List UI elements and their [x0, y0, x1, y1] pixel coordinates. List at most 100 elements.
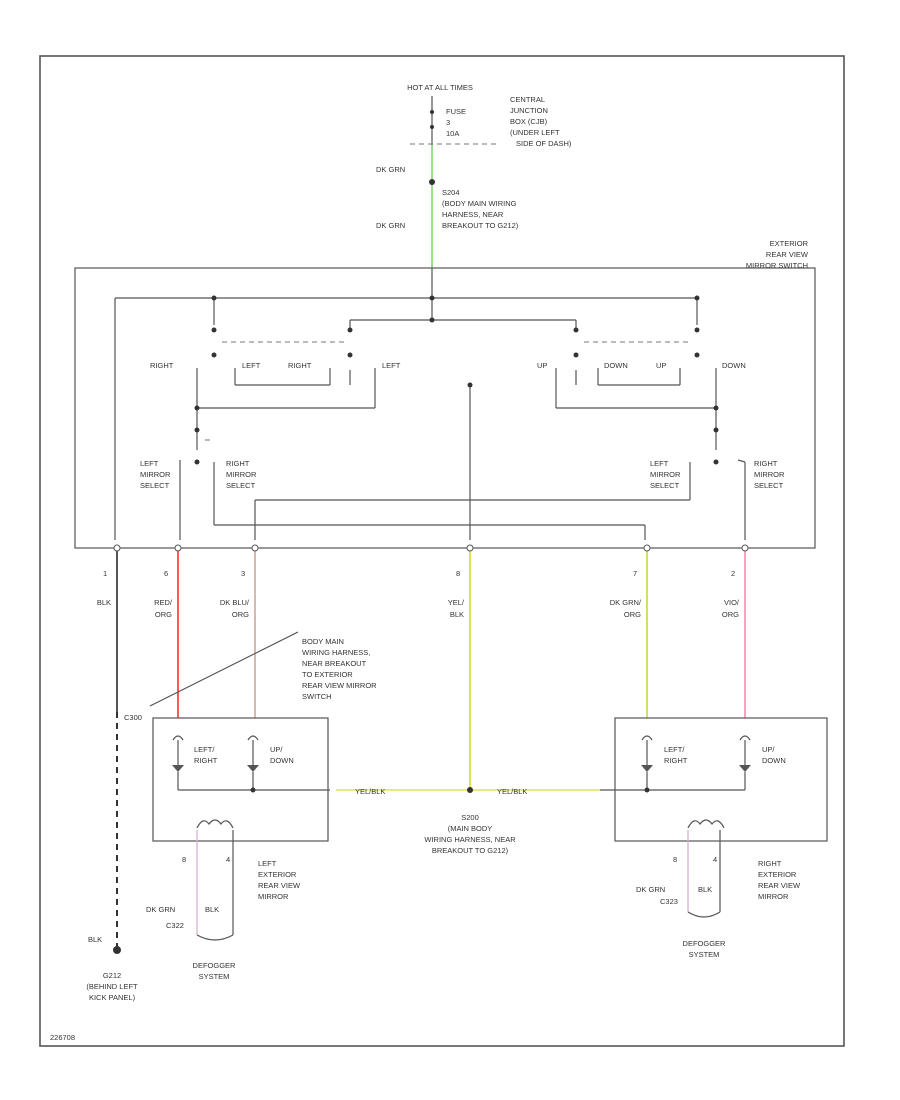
svg-text:SWITCH: SWITCH [302, 692, 332, 701]
mirror-switch-box [74, 267, 816, 549]
svg-text:BREAKOUT TO G212): BREAKOUT TO G212) [442, 221, 519, 230]
splice-s200 [467, 787, 473, 793]
dir-label-up-1: UP [537, 361, 547, 370]
pin-number-8: 8 [456, 569, 460, 578]
svg-text:CENTRAL: CENTRAL [510, 95, 545, 104]
svg-text:(BEHIND LEFT: (BEHIND LEFT [86, 982, 138, 991]
svg-text:UP/: UP/ [762, 745, 775, 754]
svg-text:LEFT: LEFT [258, 859, 277, 868]
svg-text:G212: G212 [103, 971, 121, 980]
pin-number-2: 2 [731, 569, 735, 578]
svg-text:S200: S200 [461, 813, 479, 822]
left-defogger-label: DEFOGGER SYSTEM [193, 961, 237, 981]
right-mirror-box [614, 717, 828, 842]
dir-label-down-2: DOWN [722, 361, 746, 370]
right-mirror-select-label-a: RIGHT MIRROR SELECT [226, 459, 257, 490]
svg-text:RIGHT: RIGHT [754, 459, 778, 468]
feed-wire-color-bottom: DK GRN [376, 221, 405, 230]
switch-junction-dots [194, 295, 719, 465]
svg-text:MIRROR: MIRROR [650, 470, 681, 479]
splice-s204 [429, 179, 435, 185]
pin-wire-color-6: ORG [155, 610, 172, 619]
right-defog-connector: C323 [660, 897, 678, 906]
pin-terminal-6 [174, 544, 182, 552]
svg-text:SELECT: SELECT [226, 481, 256, 490]
left-mirror-title: LEFT EXTERIOR REAR VIEW MIRROR [258, 859, 301, 901]
right-mirror-title: RIGHT EXTERIOR REAR VIEW MIRROR [758, 859, 801, 901]
svg-text:WIRING HARNESS, NEAR: WIRING HARNESS, NEAR [424, 835, 516, 844]
svg-text:SYSTEM: SYSTEM [199, 972, 230, 981]
fuse-label: FUSE [446, 107, 466, 116]
right-mirror-select-label-b: RIGHT MIRROR SELECT [754, 459, 785, 490]
svg-text:SELECT: SELECT [754, 481, 784, 490]
svg-text:MIRROR: MIRROR [754, 470, 785, 479]
dir-label-left-1: LEFT [242, 361, 261, 370]
svg-text:WIRING HARNESS,: WIRING HARNESS, [302, 648, 370, 657]
c300-connector-label: C300 [124, 713, 142, 722]
pin-wire-color-8: BLK [450, 610, 464, 619]
left-mirror-select-label-b: LEFT MIRROR SELECT [650, 459, 681, 490]
svg-text:NEAR BREAKOUT: NEAR BREAKOUT [302, 659, 367, 668]
left-mirror-motors [172, 735, 330, 793]
pin-terminal-2 [741, 544, 749, 552]
svg-text:RIGHT: RIGHT [226, 459, 250, 468]
fuse-number: 3 [446, 118, 450, 127]
dir-label-left-2: LEFT [382, 361, 401, 370]
hot-label: HOT AT ALL TIMES [407, 83, 473, 92]
svg-text:REAR VIEW MIRROR: REAR VIEW MIRROR [302, 681, 377, 690]
left-defogger-element [196, 819, 234, 941]
feed-wire-color-top: DK GRN [376, 165, 405, 174]
svg-text:LEFT/: LEFT/ [194, 745, 215, 754]
fuse-amperage: 10A [446, 129, 459, 138]
svg-text:DEFOGGER: DEFOGGER [193, 961, 237, 970]
right-defog-pin-a: 8 [673, 855, 677, 864]
svg-text:EXTERIOR: EXTERIOR [770, 239, 809, 248]
splice-s200-label: S200 (MAIN BODY WIRING HARNESS, NEAR BRE… [424, 813, 516, 855]
c300-callout-label: BODY MAIN WIRING HARNESS, NEAR BREAKOUT … [302, 637, 377, 701]
left-defog-wire-b: BLK [205, 905, 219, 914]
svg-text:BOX (CJB): BOX (CJB) [510, 117, 548, 126]
fuse-terminal-bottom [430, 125, 434, 129]
pin-wire-color-2: ORG [722, 610, 739, 619]
pin-wire-color-8: YEL/ [448, 598, 465, 607]
svg-text:DOWN: DOWN [270, 756, 294, 765]
pin-wire-color-2: VIO/ [724, 598, 740, 607]
diagram-id: 226708 [50, 1033, 75, 1042]
svg-text:LEFT/: LEFT/ [664, 745, 685, 754]
svg-text:RIGHT: RIGHT [194, 756, 218, 765]
svg-text:MIRROR: MIRROR [758, 892, 789, 901]
switch-internal-wiring [114, 268, 746, 540]
left-defog-connector: C322 [166, 921, 184, 930]
right-defog-wire-b: BLK [698, 885, 712, 894]
svg-text:UP/: UP/ [270, 745, 283, 754]
dir-label-up-2: UP [656, 361, 666, 370]
pin-terminal-8 [466, 544, 474, 552]
svg-text:REAR VIEW: REAR VIEW [758, 881, 801, 890]
svg-text:BODY MAIN: BODY MAIN [302, 637, 344, 646]
right-mirror-motors [600, 735, 751, 793]
left-defog-wire-a: DK GRN [146, 905, 175, 914]
svg-text:JUNCTION: JUNCTION [510, 106, 548, 115]
svg-text:SYSTEM: SYSTEM [689, 950, 720, 959]
svg-text:SELECT: SELECT [650, 481, 680, 490]
ground-wire-color: BLK [88, 935, 102, 944]
svg-text:BREAKOUT TO G212): BREAKOUT TO G212) [432, 846, 509, 855]
right-defogger-element [687, 819, 725, 918]
right-defogger-label: DEFOGGER SYSTEM [683, 939, 727, 959]
svg-text:MIRROR: MIRROR [258, 892, 289, 901]
pin-number-6: 6 [164, 569, 168, 578]
svg-text:SELECT: SELECT [140, 481, 170, 490]
pin-terminal-3 [251, 544, 259, 552]
svg-text:S204: S204 [442, 188, 460, 197]
svg-text:LEFT: LEFT [140, 459, 159, 468]
svg-text:LEFT: LEFT [650, 459, 669, 468]
left-defog-pin-a: 8 [182, 855, 186, 864]
svg-text:MIRROR: MIRROR [140, 470, 171, 479]
left-mirror-updown-motor: UP/ DOWN [270, 745, 294, 765]
svg-text:EXTERIOR: EXTERIOR [258, 870, 297, 879]
ground-g212-label: G212 (BEHIND LEFT KICK PANEL) [86, 971, 138, 1002]
yelblk-right-label: YEL/BLK [497, 787, 527, 796]
pin-number-3: 3 [241, 569, 245, 578]
